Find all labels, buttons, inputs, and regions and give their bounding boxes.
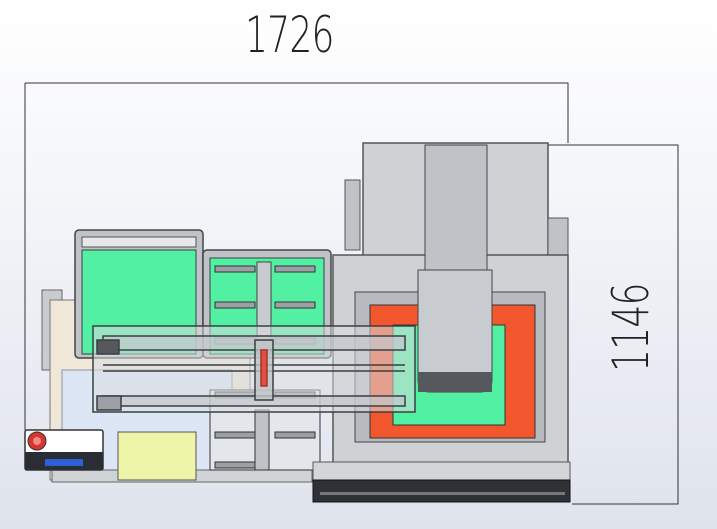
height-dimension-label: 1146 <box>602 283 660 372</box>
right-cabinet <box>312 142 571 503</box>
yellow-plate <box>117 431 197 481</box>
width-dimension-line <box>25 82 569 143</box>
base-rail <box>312 479 571 503</box>
height-dimension-line <box>548 144 679 505</box>
control-box <box>24 429 104 471</box>
gantry-frame <box>92 325 416 413</box>
display-screen <box>45 459 83 466</box>
dimension-lines <box>24 82 679 505</box>
width-dimension-label: 1726 <box>245 6 334 64</box>
